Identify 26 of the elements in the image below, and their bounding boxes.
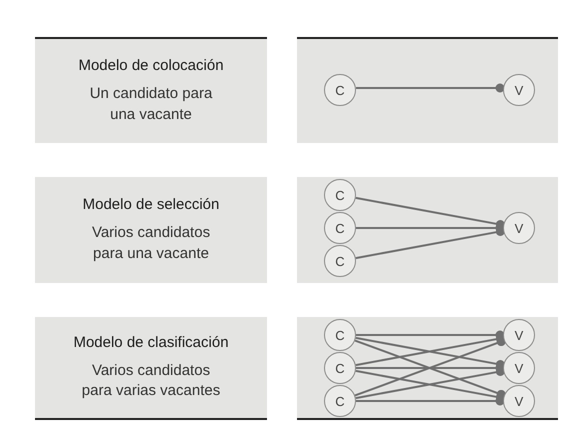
connector-line (356, 396, 504, 406)
node-circle: V (503, 212, 535, 244)
node-circle: C (324, 245, 356, 277)
model-description: Un candidato para una vacante (88, 84, 214, 124)
connector-line (356, 84, 504, 92)
diagram-panel (297, 177, 558, 283)
node-circle: C (324, 179, 356, 211)
model-description: Varios candidatos para una vacante (90, 223, 212, 264)
node-circle: C (324, 352, 356, 384)
node-circle: V (503, 352, 535, 384)
text-panel (35, 37, 267, 143)
node-circle: C (324, 319, 356, 351)
model-description: Varios candidatos para varias vacantes (80, 360, 222, 401)
node-circle: C (324, 74, 356, 106)
diagram-panel (297, 37, 558, 143)
node-circle: C (324, 212, 356, 244)
connector-line (356, 330, 504, 340)
model-title: Modelo de clasificación (73, 334, 229, 351)
model-title: Modelo de colocación (78, 57, 224, 74)
node-circle: V (503, 319, 535, 351)
model-title: Modelo de selección (82, 196, 220, 214)
node-circle: V (503, 74, 535, 106)
node-circle: C (324, 385, 356, 417)
node-circle: V (503, 385, 535, 417)
text-panel (35, 317, 267, 420)
text-panel (35, 177, 267, 283)
